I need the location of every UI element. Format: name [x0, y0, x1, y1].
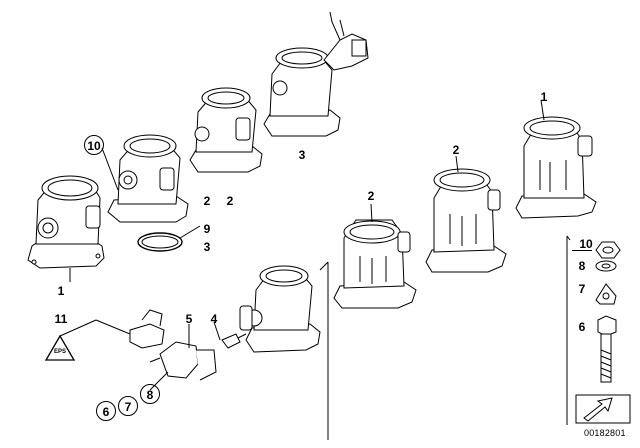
callout-1-top: 1: [540, 90, 548, 104]
callout-11: 11: [54, 312, 68, 326]
callout-8-bottom: 8: [140, 384, 160, 404]
callout-8-right: 8: [578, 259, 586, 273]
callout-10-left: 10: [84, 135, 104, 155]
callout-2-d: 2: [226, 194, 234, 208]
throttle-body-third: [189, 87, 263, 173]
callout-7-bottom: 7: [118, 396, 138, 416]
warning-triangle-icon: [44, 334, 76, 361]
arrow-icon: [575, 394, 631, 424]
callout-3-top: 3: [298, 148, 306, 162]
callout-2-b: 2: [367, 189, 375, 203]
sensor-connector: [129, 309, 165, 349]
bolt-6: [597, 315, 617, 383]
right-label-rule-10: [572, 250, 592, 251]
throttle-sensor: [149, 341, 217, 381]
washer-8: [595, 260, 617, 272]
callout-6-right: 6: [578, 320, 586, 334]
diagram-code: 00182801: [584, 428, 626, 438]
callout-2-a: 2: [452, 143, 460, 157]
callout-10-right: 10: [579, 237, 593, 251]
throttle-body-right-front: [333, 219, 417, 309]
callout-1-left: 1: [57, 284, 65, 298]
callout-7-right: 7: [578, 282, 586, 296]
throttle-body-lower: [239, 265, 321, 353]
callout-2-c: 2: [203, 194, 211, 208]
callout-5: 5: [185, 312, 193, 326]
callout-3-mid: 3: [203, 240, 211, 254]
throttle-body-right-top: [515, 116, 597, 219]
callout-4: 4: [210, 312, 218, 326]
throttle-body-fourth: [263, 11, 369, 137]
throttle-body-left: [27, 175, 105, 269]
throttle-body-second: [107, 134, 189, 223]
callout-6-bottom: 6: [96, 401, 116, 421]
throttle-body-right-mid: [425, 168, 507, 273]
callout-9: 9: [203, 222, 211, 236]
gasket-ring: [137, 232, 183, 252]
nut-10: [595, 241, 621, 259]
screw-small: [221, 333, 247, 349]
warning-label: EPS: [53, 349, 66, 355]
bracket-7: [595, 283, 617, 305]
